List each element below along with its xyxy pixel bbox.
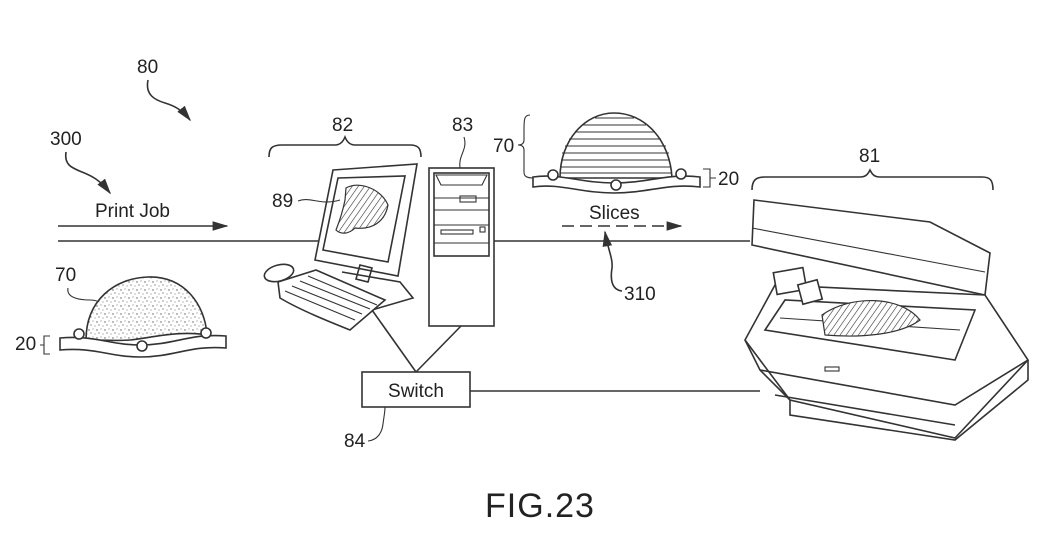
support-ball <box>610 179 622 191</box>
label-20-top: 20 <box>718 169 739 190</box>
keyboard <box>277 269 387 331</box>
print-head-carriage <box>796 278 824 306</box>
printer-81: 81 <box>744 146 1030 441</box>
mouse <box>263 263 295 283</box>
printer-lid <box>751 199 991 296</box>
leader-84 <box>367 406 386 442</box>
tower-83: 83 <box>428 115 495 327</box>
switch-84: Switch 84 <box>344 309 760 452</box>
label-70-top: 70 <box>493 136 514 157</box>
support-ball <box>136 340 148 352</box>
bracket-20-left <box>40 335 50 355</box>
leader-arrow-300 <box>64 151 111 195</box>
label-70-left: 70 <box>55 265 76 286</box>
lid-edge <box>751 227 986 273</box>
label-310: 310 <box>624 284 656 305</box>
slices-label: Slices <box>589 203 640 224</box>
system-reference: 80 <box>137 57 191 122</box>
body-base <box>789 360 1029 441</box>
monitor-screen <box>322 175 406 263</box>
print-job-label: Print Job <box>95 201 170 222</box>
print-job-group: 300 Print Job <box>50 129 318 242</box>
keyboard-key-row <box>307 275 378 306</box>
bracket-20-top <box>703 168 716 188</box>
brace-70-top <box>517 114 535 179</box>
computer-82: 82 89 <box>263 115 422 331</box>
link-tower-switch <box>415 325 462 373</box>
label-81: 81 <box>859 146 880 167</box>
label-84: 84 <box>344 431 366 452</box>
support-ball <box>547 169 559 181</box>
tower-case <box>428 167 495 327</box>
sliced-model-group: 70 20 <box>493 112 739 194</box>
switch-box <box>361 371 471 408</box>
brace-81 <box>751 168 994 191</box>
leader-arrow-310 <box>602 230 623 292</box>
label-80: 80 <box>137 57 158 78</box>
support-ball <box>675 168 687 180</box>
slices-group: Slices 310 <box>562 203 683 305</box>
tower-floppy-slot <box>440 229 474 235</box>
label-83: 83 <box>452 115 473 136</box>
support-ball <box>73 328 85 340</box>
switch-label: Switch <box>388 381 444 402</box>
drawer-line <box>759 359 1029 406</box>
tower-front-panel <box>433 172 490 257</box>
print-bed <box>763 299 977 361</box>
label-82: 82 <box>332 115 353 136</box>
brace-82 <box>268 134 422 158</box>
desk-base <box>341 271 415 313</box>
leader-89 <box>297 199 341 203</box>
leader-arrow-80 <box>146 79 191 122</box>
leader-83 <box>459 136 466 169</box>
slice-lines <box>560 117 672 174</box>
tower-vent <box>435 174 488 186</box>
model-stippled <box>85 276 208 342</box>
keyboard-key-row <box>299 280 371 310</box>
label-89: 89 <box>272 191 293 212</box>
printer-handle <box>824 366 840 372</box>
keyboard-key-row <box>284 290 356 321</box>
label-300: 300 <box>50 129 82 150</box>
screen-model-image <box>335 184 389 234</box>
link-computer-switch <box>371 309 417 373</box>
left-model-group: 70 20 <box>15 265 227 358</box>
figure-caption: FIG.23 <box>485 487 595 525</box>
printed-object <box>821 299 921 337</box>
keyboard-key-row <box>291 285 363 315</box>
label-20-left: 20 <box>15 334 36 355</box>
tower-button <box>479 226 486 233</box>
support-ball <box>200 327 212 339</box>
tower-drive-slot <box>459 195 477 203</box>
drawer-line <box>774 394 956 426</box>
